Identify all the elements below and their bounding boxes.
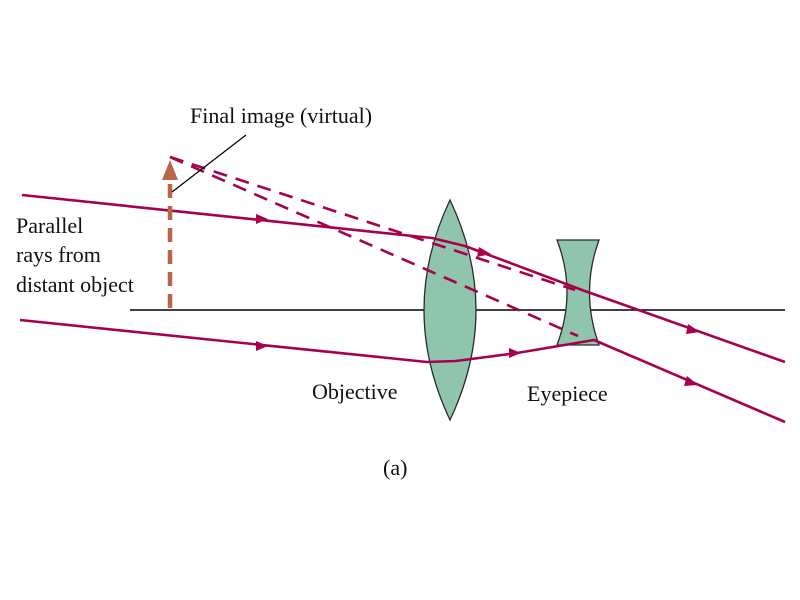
eyepiece-lens: [556, 239, 600, 346]
arrowhead: [686, 324, 700, 334]
objective-lens: [423, 198, 477, 422]
arrowhead: [256, 214, 268, 224]
parallel-rays-label-line3: distant object: [16, 272, 134, 297]
arrowhead: [477, 247, 491, 257]
lower-ray: [19, 318, 786, 424]
caption-label: (a): [383, 455, 407, 480]
final-image-label: Final image (virtual): [190, 103, 372, 128]
upper-ray: [21, 193, 786, 364]
final-image-leader-line: [171, 134, 247, 193]
parallel-rays-label-line2: rays from: [16, 242, 101, 267]
eyepiece-label: Eyepiece: [527, 381, 608, 406]
final-image-arrowhead: [162, 160, 178, 180]
arrowhead: [509, 348, 521, 358]
virtual-ray-lower: [169, 155, 579, 338]
objective-label: Objective: [312, 379, 398, 404]
ray-arrowheads: [256, 214, 700, 386]
parallel-rays-label-line1: Parallel: [16, 213, 83, 238]
arrowhead: [684, 376, 698, 386]
virtual-ray-upper: [169, 155, 576, 292]
arrowhead: [256, 341, 268, 351]
